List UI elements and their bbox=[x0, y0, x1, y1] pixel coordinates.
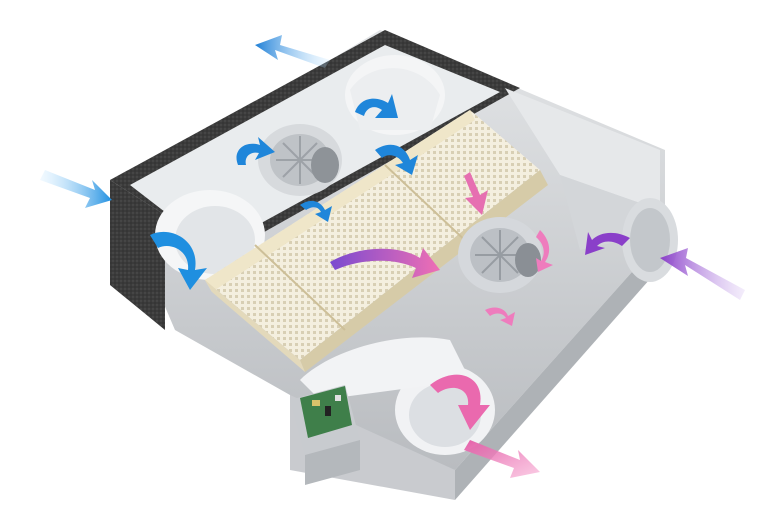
centrifugal-fan-icon bbox=[258, 124, 342, 196]
centrifugal-fan-icon bbox=[458, 217, 542, 293]
purple-airflow-arrow-icon bbox=[585, 232, 745, 300]
control-board bbox=[290, 385, 360, 485]
blue-airflow-arrow-icon bbox=[40, 35, 418, 290]
pink-airflow-arrow-icon bbox=[330, 172, 553, 478]
